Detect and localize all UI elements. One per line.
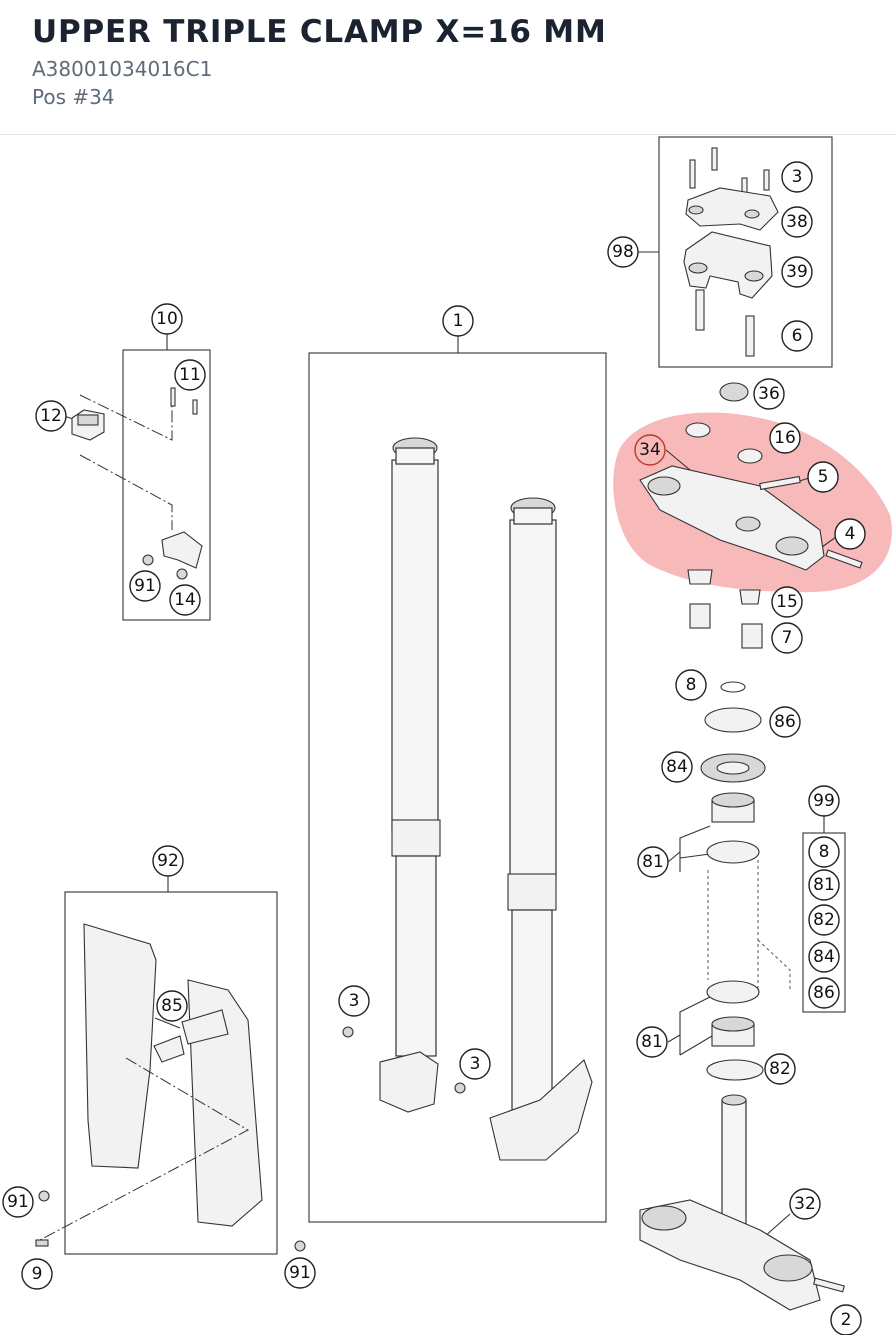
svg-text:5: 5	[818, 467, 829, 487]
svg-text:98: 98	[612, 242, 634, 262]
svg-text:36: 36	[758, 384, 780, 404]
callout-3-left-fork[interactable]: 3	[338, 985, 370, 1017]
svg-text:10: 10	[156, 309, 178, 329]
callout-86-stack[interactable]: 86	[769, 706, 801, 738]
svg-text:8: 8	[819, 842, 830, 862]
svg-text:32: 32	[794, 1194, 816, 1214]
callout-5[interactable]: 5	[807, 461, 839, 493]
fork-protectors	[35, 923, 306, 1252]
leader-lines	[63, 251, 837, 1246]
svg-text:85: 85	[161, 996, 183, 1016]
callout-1[interactable]: 1	[442, 305, 474, 337]
svg-text:86: 86	[774, 712, 796, 732]
callout-81-lower[interactable]: 81	[636, 1026, 668, 1058]
svg-text:92: 92	[157, 851, 179, 871]
svg-text:91: 91	[289, 1263, 311, 1283]
callout-15[interactable]: 15	[771, 586, 803, 618]
svg-text:7: 7	[782, 628, 793, 648]
svg-text:82: 82	[813, 910, 835, 930]
svg-text:14: 14	[174, 590, 196, 610]
callout-91-bottom[interactable]: 91	[284, 1257, 316, 1289]
svg-text:84: 84	[813, 947, 835, 967]
svg-text:99: 99	[813, 791, 835, 811]
callout-32[interactable]: 32	[789, 1188, 821, 1220]
svg-text:86: 86	[813, 983, 835, 1003]
callout-6[interactable]: 6	[781, 320, 813, 352]
callout-81-upper[interactable]: 81	[637, 846, 669, 878]
svg-text:9: 9	[32, 1264, 43, 1284]
svg-text:3: 3	[470, 1054, 481, 1074]
upper-triple-clamp-34	[639, 382, 863, 649]
svg-text:81: 81	[813, 875, 835, 895]
hour-meter-assembly	[71, 387, 203, 580]
svg-text:82: 82	[769, 1059, 791, 1079]
callout-84-stack[interactable]: 84	[661, 751, 693, 783]
callout-7[interactable]: 7	[771, 622, 803, 654]
page-header: UPPER TRIPLE CLAMP X=16 MM A38001034016C…	[0, 0, 896, 135]
svg-text:16: 16	[774, 428, 796, 448]
callout-34[interactable]: 34	[634, 434, 666, 466]
svg-text:15: 15	[776, 592, 798, 612]
callout-14[interactable]: 14	[169, 584, 201, 616]
callout-9[interactable]: 9	[21, 1258, 53, 1290]
svg-text:34: 34	[639, 440, 661, 460]
callout-92[interactable]: 92	[152, 845, 184, 877]
page-title: UPPER TRIPLE CLAMP X=16 MM	[32, 14, 607, 50]
svg-text:1: 1	[453, 311, 464, 331]
svg-text:11: 11	[179, 365, 201, 385]
fork-assembly	[342, 437, 593, 1161]
callout-81-kit[interactable]: 81	[808, 869, 840, 901]
handlebar-clamp-kit	[683, 147, 779, 357]
callout-16[interactable]: 16	[769, 422, 801, 454]
position-number: Pos #34	[32, 85, 115, 109]
callout-84-kit[interactable]: 84	[808, 941, 840, 973]
svg-text:39: 39	[786, 262, 808, 282]
svg-text:3: 3	[349, 991, 360, 1011]
callout-3-top[interactable]: 3	[781, 161, 813, 193]
callout-86-kit[interactable]: 86	[808, 977, 840, 1009]
svg-text:91: 91	[134, 576, 156, 596]
callout-10[interactable]: 10	[151, 303, 183, 335]
svg-text:2: 2	[841, 1310, 852, 1330]
callout-99[interactable]: 99	[808, 785, 840, 817]
callout-4[interactable]: 4	[834, 518, 866, 550]
svg-text:81: 81	[642, 852, 664, 872]
svg-text:84: 84	[666, 757, 688, 777]
svg-text:91: 91	[7, 1192, 29, 1212]
svg-text:4: 4	[845, 524, 856, 544]
callout-3-right-fork[interactable]: 3	[459, 1048, 491, 1080]
svg-text:12: 12	[40, 406, 62, 426]
callout-38[interactable]: 38	[781, 206, 813, 238]
callout-85[interactable]: 85	[156, 990, 188, 1022]
svg-text:8: 8	[686, 675, 697, 695]
lower-triple-clamp-32	[639, 1094, 845, 1311]
svg-text:3: 3	[792, 167, 803, 187]
callout-91-left[interactable]: 91	[2, 1186, 34, 1218]
group-box-92	[64, 891, 278, 1255]
svg-text:38: 38	[786, 212, 808, 232]
svg-text:6: 6	[792, 326, 803, 346]
steering-bearing-stack	[700, 681, 791, 1081]
callout-82-stack[interactable]: 82	[764, 1053, 796, 1085]
callout-8-stack[interactable]: 8	[675, 669, 707, 701]
callout-2[interactable]: 2	[830, 1304, 862, 1335]
svg-text:81: 81	[641, 1032, 663, 1052]
callout-8-kit[interactable]: 8	[808, 836, 840, 868]
callout-98[interactable]: 98	[607, 236, 639, 268]
callout-11[interactable]: 11	[174, 359, 206, 391]
callout-12[interactable]: 12	[35, 400, 67, 432]
callout-39[interactable]: 39	[781, 256, 813, 288]
part-number: A38001034016C1	[32, 57, 213, 81]
callout-82-kit[interactable]: 82	[808, 904, 840, 936]
callout-91-top[interactable]: 91	[129, 570, 161, 602]
callout-36[interactable]: 36	[753, 378, 785, 410]
